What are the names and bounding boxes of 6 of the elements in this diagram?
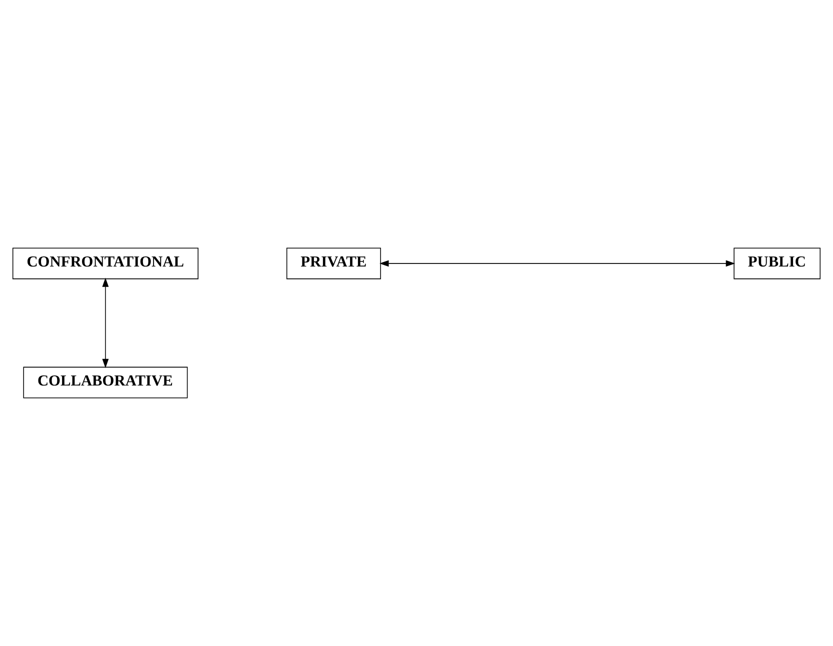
- arrow: [102, 278, 109, 368]
- node-box: PUBLIC: [734, 248, 821, 280]
- arrow: [380, 260, 736, 267]
- node-box: CONFRONTATIONAL: [12, 248, 198, 280]
- node-box: COLLABORATIVE: [23, 366, 188, 398]
- node-box: PRIVATE: [286, 248, 381, 280]
